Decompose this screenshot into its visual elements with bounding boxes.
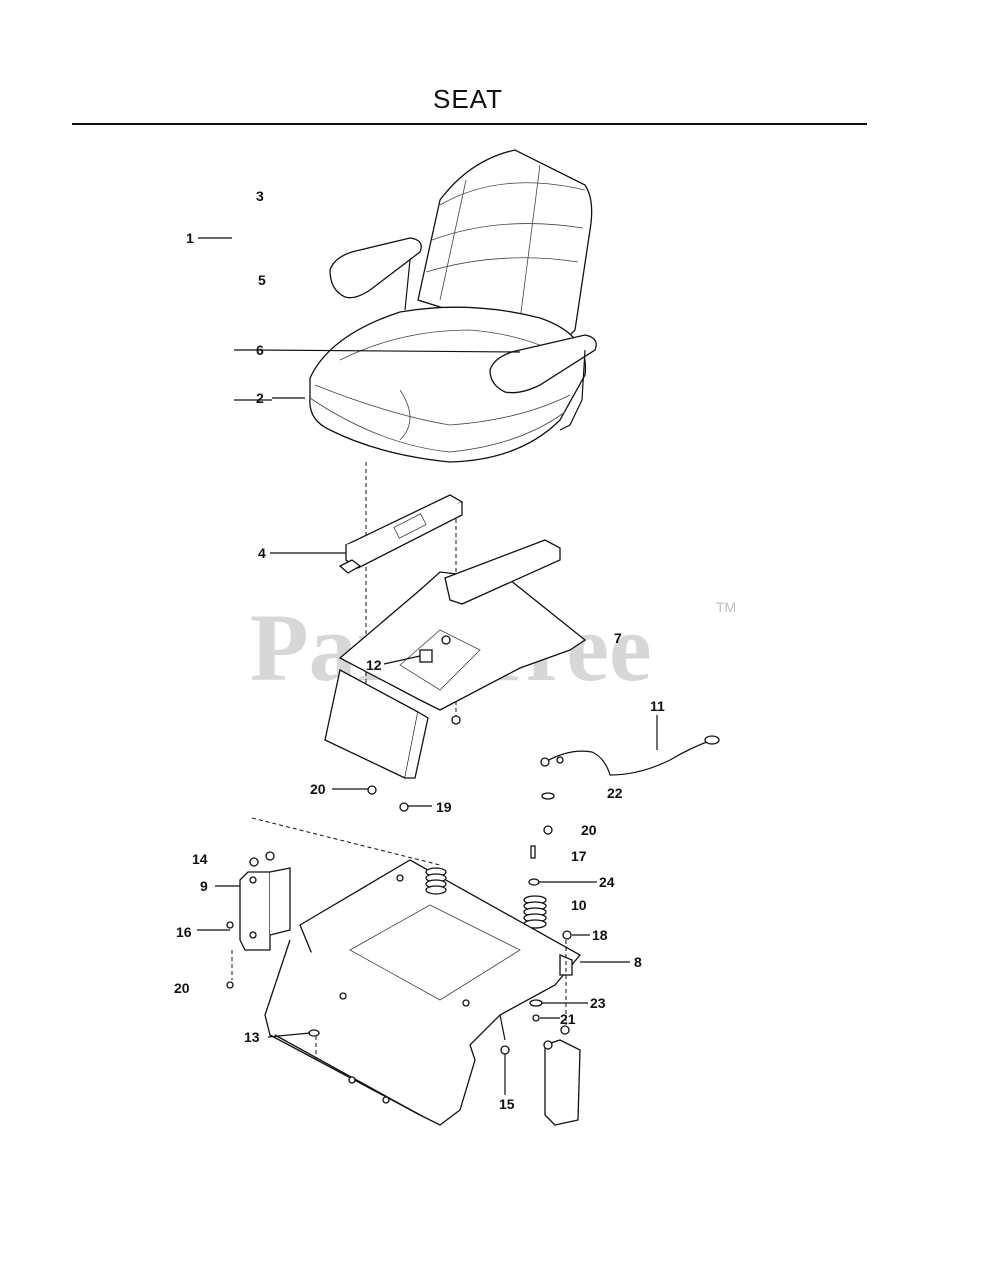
callout-20-right: 20: [581, 822, 597, 838]
callout-24: 24: [599, 874, 615, 890]
bracket-right[interactable]: [543, 1025, 581, 1126]
callout-22: 22: [607, 785, 623, 801]
callout-7: 7: [614, 630, 622, 646]
washer-23[interactable]: [529, 999, 543, 1007]
callout-11: 11: [650, 698, 665, 714]
callout-20-left: 20: [174, 980, 190, 996]
callout-17: 17: [571, 848, 587, 864]
callout-16: 16: [176, 924, 192, 940]
callout-15: 15: [499, 1096, 515, 1112]
callout-3: 3: [256, 188, 264, 204]
seat-pan[interactable]: [324, 539, 587, 779]
callout-21: 21: [560, 1011, 576, 1027]
callout-14: 14: [192, 851, 208, 867]
nut-21[interactable]: [532, 1014, 540, 1022]
page-title: SEAT: [433, 84, 503, 114]
callout-13: 13: [244, 1029, 260, 1045]
callout-23: 23: [590, 995, 606, 1011]
nut-20-right[interactable]: [543, 825, 553, 835]
title-rule: [72, 123, 867, 125]
spring-10[interactable]: [523, 895, 547, 929]
watermark-trademark: TM: [716, 599, 736, 615]
washer-13[interactable]: [308, 1029, 320, 1037]
slide-rail[interactable]: [338, 494, 464, 574]
washer-24[interactable]: [528, 878, 540, 886]
callout-18: 18: [592, 927, 608, 943]
leader-lines: [197, 237, 658, 1095]
callout-6: 6: [256, 342, 264, 358]
callout-5: 5: [258, 272, 266, 288]
callout-9: 9: [200, 878, 208, 894]
bolt-19[interactable]: [399, 802, 409, 812]
bracket-left[interactable]: [226, 851, 291, 989]
washer-22[interactable]: [541, 792, 555, 800]
pin-17[interactable]: [530, 845, 536, 859]
seat-frame[interactable]: [264, 859, 582, 1126]
callout-10: 10: [571, 897, 587, 913]
nut-18[interactable]: [562, 930, 572, 940]
callout-12: 12: [366, 657, 382, 673]
callout-4: 4: [258, 545, 266, 561]
callout-1: 1: [186, 230, 194, 246]
callout-8: 8: [634, 954, 642, 970]
nut-20-upper[interactable]: [367, 785, 377, 795]
callout-2: 2: [256, 390, 264, 406]
seat-switch-harness[interactable]: [540, 735, 720, 776]
seat-assembly[interactable]: [309, 149, 597, 463]
callout-19: 19: [436, 799, 452, 815]
callout-20-upper: 20: [310, 781, 326, 797]
